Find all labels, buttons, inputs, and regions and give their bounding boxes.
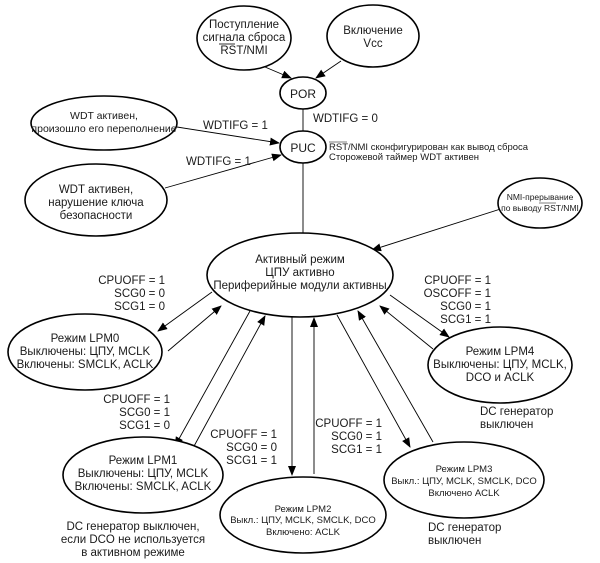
bit-line: SCG1 = 1 [440,314,491,326]
node-text: Периферийные модули активны [213,280,386,292]
edge-wdt-key-to-puc [164,153,282,189]
node-vcc-on: Включение Vcc [326,4,420,68]
bit-line: CPUOFF = 1 [424,275,491,287]
node-text: WDT активен, [59,184,133,196]
node-text: Включено: ACLK [266,527,341,538]
edge-lpm3-to-active [357,310,434,443]
node-text: WDT активен, [70,110,138,122]
node-text: Выкл.: ЦПУ, MCLK, SMCLK, DCO [391,476,537,487]
label-lpm0-bits: CPUOFF = 1 SCG0 = 0 SCG1 = 0 [98,275,165,313]
node-text: Режим LPM0 [51,333,120,345]
note-line: если DCO не используется [61,534,205,546]
edge-nmi-to-active [371,205,511,252]
bit-line: CPUOFF = 1 [103,394,170,406]
node-text: Активный режим [255,254,345,266]
puc-note-line: Сторожевой таймер WDT активен [329,152,479,163]
node-lpm0: Режим LPM0 Выключены: ЦПУ, MCLK Включены… [7,313,163,391]
edge-lpm1-to-active [192,315,266,449]
note-lpm1: DC генератор выключен, если DCO не испол… [61,521,205,559]
label-lpm1-bits: CPUOFF = 1 SCG0 = 1 SCG1 = 0 [103,394,170,432]
node-text: Режим LPM2 [275,504,332,515]
node-nmi: NMI-прерывание по выводу RST/NMI [497,177,583,229]
edge-active-to-lpm3 [336,314,411,448]
node-text: Режим LPM4 [466,346,535,358]
node-text: Включение [343,25,402,37]
node-text: сигнала сброса [203,32,286,44]
bit-line: CPUOFF = 1 [98,275,165,287]
node-text: RST/NMI [220,45,267,57]
node-text: Включены: SMCLK, ACLK [17,359,154,371]
node-text: Поступление [209,19,279,31]
puc-note: RST/NMI сконфигурирован как вывод сброса… [329,141,529,163]
edge-reset-to-por [264,66,292,79]
node-text: NMI-прерывание [507,192,574,202]
node-text: Режим LPM1 [109,455,178,467]
edge-lpm4-to-active [379,305,434,350]
bit-line: CPUOFF = 1 [315,418,382,430]
bit-line: SCG1 = 0 [119,420,170,432]
edge-active-to-lpm1 [174,310,251,447]
node-text: DCO и ACLK [466,372,535,384]
node-text: безопасности [60,210,133,222]
label-wdt-key: WDTIFG = 1 [186,156,251,168]
edge-wdt-overflow-to-puc [176,126,280,146]
node-text: по выводу RST/NMI [501,203,579,213]
node-lpm3: Режим LPM3 Выкл.: ЦПУ, MCLK, SMCLK, DCO … [383,441,545,519]
label-lpm3-bits: CPUOFF = 1 SCG0 = 1 SCG1 = 1 [315,418,382,456]
note-line: DC генератор [428,522,501,534]
note-line: DC генератор [480,406,553,418]
note-line: выключен [480,419,533,431]
node-puc: PUC [279,130,327,164]
note-line: DC генератор выключен, [66,521,199,533]
node-lpm4: Режим LPM4 Выключены: ЦПУ, MCLK, DCO и A… [427,326,573,404]
node-text: Выключены: ЦПУ, MCLK [20,346,151,358]
node-text: Выключены: ЦПУ, MCLK, [433,359,567,371]
node-text: Включены: SMCLK, ACLK [75,481,212,493]
note-line: в активном режиме [81,547,185,559]
bit-line: SCG0 = 1 [331,431,382,443]
bit-line: SCG1 = 1 [331,444,382,456]
edge-lpm0-to-active [167,305,222,352]
node-text: ЦПУ активно [265,267,334,279]
note-line: выключен [428,535,481,547]
node-lpm2: Режим LPM2 Выкл.: ЦПУ, MCLK, SMCLK, DCO … [219,476,387,554]
puc-note-line: RST/NMI сконфигурирован как вывод сброса [329,142,529,153]
node-text: Выключены: ЦПУ, MCLK [78,468,209,480]
node-lpm1: Режим LPM1 Выключены: ЦПУ, MCLK Включены… [62,436,224,514]
bit-line: OSCOFF = 1 [424,288,491,300]
node-text: PUC [290,141,316,155]
node-active: Активный режим ЦПУ активно Периферийные … [206,232,394,318]
edge-active-to-lpm4 [389,294,450,338]
note-lpm3: DC генератор выключен [428,522,501,547]
node-text: Режим LPM3 [436,464,493,475]
node-text: Выкл.: ЦПУ, MCLK, SMCLK, DCO [230,515,376,526]
bit-line: SCG0 = 0 [226,442,277,454]
edge-active-to-lpm0 [157,291,213,332]
edges [157,60,511,476]
bit-line: SCG0 = 1 [119,407,170,419]
note-lpm4: DC генератор выключен [480,406,553,431]
label-por-puc: WDTIFG = 0 [313,113,378,125]
label-lpm2-bits: CPUOFF = 1 SCG0 = 0 SCG1 = 1 [210,429,277,467]
bit-line: CPUOFF = 1 [210,429,277,441]
node-text: произошло его переполнение [31,123,176,135]
node-por: POR [279,76,327,110]
bit-line: SCG1 = 0 [114,301,165,313]
node-text: Включено ACLK [428,488,500,499]
node-text: POR [290,87,316,101]
node-text: нарушение ключа [48,197,144,209]
node-reset-signal: Поступление сигнала сброса RST/NMI [196,5,292,71]
bit-line: SCG1 = 1 [226,455,277,467]
label-wdt-overflow: WDTIFG = 1 [203,120,268,132]
label-lpm4-bits: CPUOFF = 1 OSCOFF = 1 SCG0 = 1 SCG1 = 1 [424,275,491,326]
edge-vcc-to-por [315,60,342,79]
bit-line: SCG0 = 1 [440,301,491,313]
bit-line: SCG0 = 0 [114,288,165,300]
node-text: Vcc [363,38,382,50]
node-wdt-overflow: WDT активен, произошло его переполнение [30,95,178,151]
node-wdt-key: WDT активен, нарушение ключа безопасност… [24,163,168,237]
